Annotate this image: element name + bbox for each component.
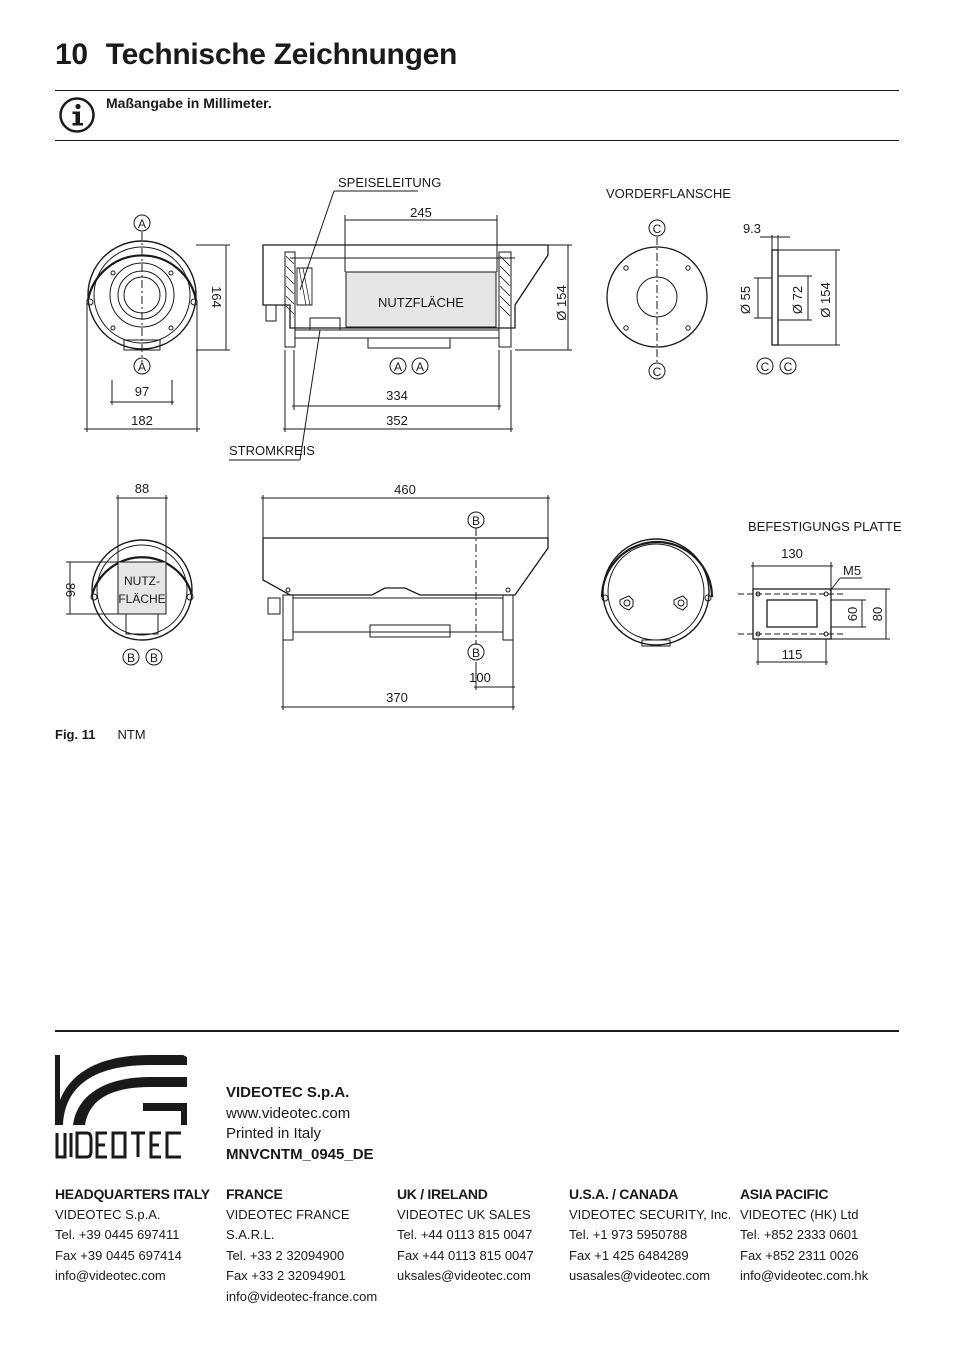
office-email[interactable]: info@videotec.com bbox=[55, 1268, 166, 1283]
office-name: VIDEOTEC S.p.A. bbox=[55, 1206, 161, 1222]
office-fax: Fax +39 0445 697414 bbox=[55, 1247, 182, 1263]
label-nutz: NUTZ- bbox=[124, 574, 160, 588]
office-email[interactable]: uksales@videotec.com bbox=[397, 1268, 531, 1283]
office-fax: Fax +44 0113 815 0047 bbox=[397, 1247, 534, 1263]
label-speiseleitung: SPEISELEITUNG bbox=[338, 175, 441, 190]
office-name: VIDEOTEC UK SALES bbox=[397, 1206, 531, 1222]
info-icon bbox=[59, 97, 95, 133]
office-france: FRANCE VIDEOTEC FRANCE S.A.R.L. Tel. +33… bbox=[226, 1184, 391, 1307]
dim-115: 115 bbox=[782, 647, 803, 662]
office-tel: Tel. +39 0445 697411 bbox=[55, 1227, 180, 1242]
office-name: VIDEOTEC (HK) Ltd bbox=[740, 1206, 859, 1222]
front-flange-c bbox=[606, 219, 840, 380]
office-heading: UK / IRELAND bbox=[397, 1186, 488, 1202]
long-side-view bbox=[261, 495, 550, 710]
figure-caption-text: NTM bbox=[117, 727, 146, 742]
dim-245: 245 bbox=[410, 205, 432, 220]
dim-97: 97 bbox=[135, 384, 149, 399]
rear-view-glands bbox=[600, 538, 714, 647]
rear-view-b bbox=[66, 495, 194, 666]
office-heading: HEADQUARTERS ITALY bbox=[55, 1186, 210, 1202]
divider bbox=[55, 90, 899, 91]
dim-72: Ø 72 bbox=[790, 286, 805, 314]
office-email[interactable]: info@videotec.com.hk bbox=[740, 1268, 869, 1283]
office-tel: Tel. +33 2 32094900 bbox=[226, 1247, 345, 1263]
office-fax: Fax +33 2 32094901 bbox=[226, 1268, 346, 1283]
section-mark-b: B bbox=[472, 514, 480, 528]
note-text: Maßangabe in Millimeter. bbox=[106, 95, 272, 111]
label-vorderflansche: VORDERFLANSCHE bbox=[606, 186, 731, 201]
dim-86: 86 bbox=[63, 583, 78, 597]
office-name: VIDEOTEC SECURITY, Inc. bbox=[569, 1206, 732, 1222]
office-heading: FRANCE bbox=[226, 1186, 283, 1202]
dim-164: 164 bbox=[209, 286, 224, 308]
divider bbox=[55, 140, 899, 141]
office-hq-italy: HEADQUARTERS ITALY VIDEOTEC S.p.A. Tel. … bbox=[55, 1184, 220, 1287]
office-email[interactable]: usasales@videotec.com bbox=[569, 1268, 711, 1283]
section-mark-a: A bbox=[416, 360, 424, 374]
front-view-a bbox=[84, 214, 230, 432]
label-nutzflaeche: NUTZFLÄCHE bbox=[378, 295, 464, 310]
label-m5: M5 bbox=[843, 563, 861, 578]
company-website[interactable]: www.videotec.com bbox=[226, 1104, 351, 1122]
dim-60: 60 bbox=[845, 607, 860, 621]
dim-334: 334 bbox=[386, 388, 408, 403]
office-usa-canada: U.S.A. / CANADA VIDEOTEC SECURITY, Inc. … bbox=[569, 1184, 734, 1287]
section-number: 10 bbox=[55, 38, 88, 71]
section-mark-c: C bbox=[761, 360, 770, 374]
dim-154b: Ø 154 bbox=[818, 282, 833, 317]
office-heading: ASIA PACIFIC bbox=[740, 1186, 829, 1202]
footer-divider bbox=[55, 1030, 899, 1032]
office-email[interactable]: info@videotec-france.com bbox=[226, 1288, 378, 1304]
label-flaeche: FLÄCHE bbox=[118, 592, 165, 606]
dim-100: 100 bbox=[469, 670, 491, 685]
section-mark-c: C bbox=[784, 360, 793, 374]
section-mark-c: C bbox=[653, 365, 662, 379]
label-befestigungsplatte: BEFESTIGUNGS PLATTE bbox=[748, 519, 902, 534]
office-heading: U.S.A. / CANADA bbox=[569, 1186, 679, 1202]
section-mark-c: C bbox=[653, 222, 662, 236]
company-name: VIDEOTEC S.p.A. bbox=[226, 1084, 350, 1101]
section-mark-a: A bbox=[138, 217, 146, 231]
section-title: Technische Zeichnungen bbox=[105, 38, 458, 71]
dim-182: 182 bbox=[131, 413, 153, 428]
dim-154: Ø 154 bbox=[554, 285, 569, 320]
office-uk-ireland: UK / IRELAND VIDEOTEC UK SALES Tel. +44 … bbox=[397, 1184, 562, 1287]
label-stromkreis: STROMKREIS bbox=[229, 443, 315, 458]
section-mark-a: A bbox=[394, 360, 402, 374]
document-code: MNVCNTM_0945_DE bbox=[226, 1145, 374, 1163]
office-tel: Tel. +44 0113 815 0047 bbox=[397, 1227, 533, 1242]
dim-55: Ø 55 bbox=[738, 286, 753, 314]
office-tel: Tel. +1 973 5950788 bbox=[569, 1227, 688, 1242]
figure-label: Fig. 11 bbox=[55, 727, 96, 742]
dim-80: 80 bbox=[870, 607, 885, 621]
mounting-plate bbox=[738, 562, 890, 665]
company-block: VIDEOTEC S.p.A. www.videotec.com Printed… bbox=[226, 1083, 374, 1165]
section-mark-b: B bbox=[472, 646, 480, 660]
dim-460: 460 bbox=[394, 482, 416, 497]
dim-352: 352 bbox=[386, 413, 408, 428]
section-mark-a: A bbox=[138, 360, 146, 374]
section-mark-b: B bbox=[127, 651, 135, 665]
side-section-aa bbox=[229, 190, 572, 461]
office-tel: Tel. +852 2333 0601 bbox=[740, 1227, 859, 1242]
printed-note: Printed in Italy bbox=[226, 1125, 322, 1142]
technical-drawing: SPEISELEITUNG VORDERFLANSCHE STROMKREIS … bbox=[63, 175, 902, 710]
office-fax: Fax +852 2311 0026 bbox=[740, 1247, 859, 1263]
section-mark-b: B bbox=[150, 651, 158, 665]
office-name: VIDEOTEC FRANCE S.A.R.L. bbox=[226, 1206, 350, 1243]
office-asia-pacific: ASIA PACIFIC VIDEOTEC (HK) Ltd Tel. +852… bbox=[740, 1184, 905, 1287]
office-fax: Fax +1 425 6484289 bbox=[569, 1247, 689, 1263]
dim-88: 88 bbox=[135, 481, 149, 496]
dim-9-3: 9.3 bbox=[743, 221, 761, 236]
dim-130: 130 bbox=[781, 546, 803, 561]
videotec-logo bbox=[55, 1055, 187, 1159]
figure-caption: Fig. 11 NTM bbox=[55, 727, 146, 742]
dim-370: 370 bbox=[386, 690, 408, 705]
page-title: 10 Technische Zeichnungen bbox=[55, 38, 457, 72]
